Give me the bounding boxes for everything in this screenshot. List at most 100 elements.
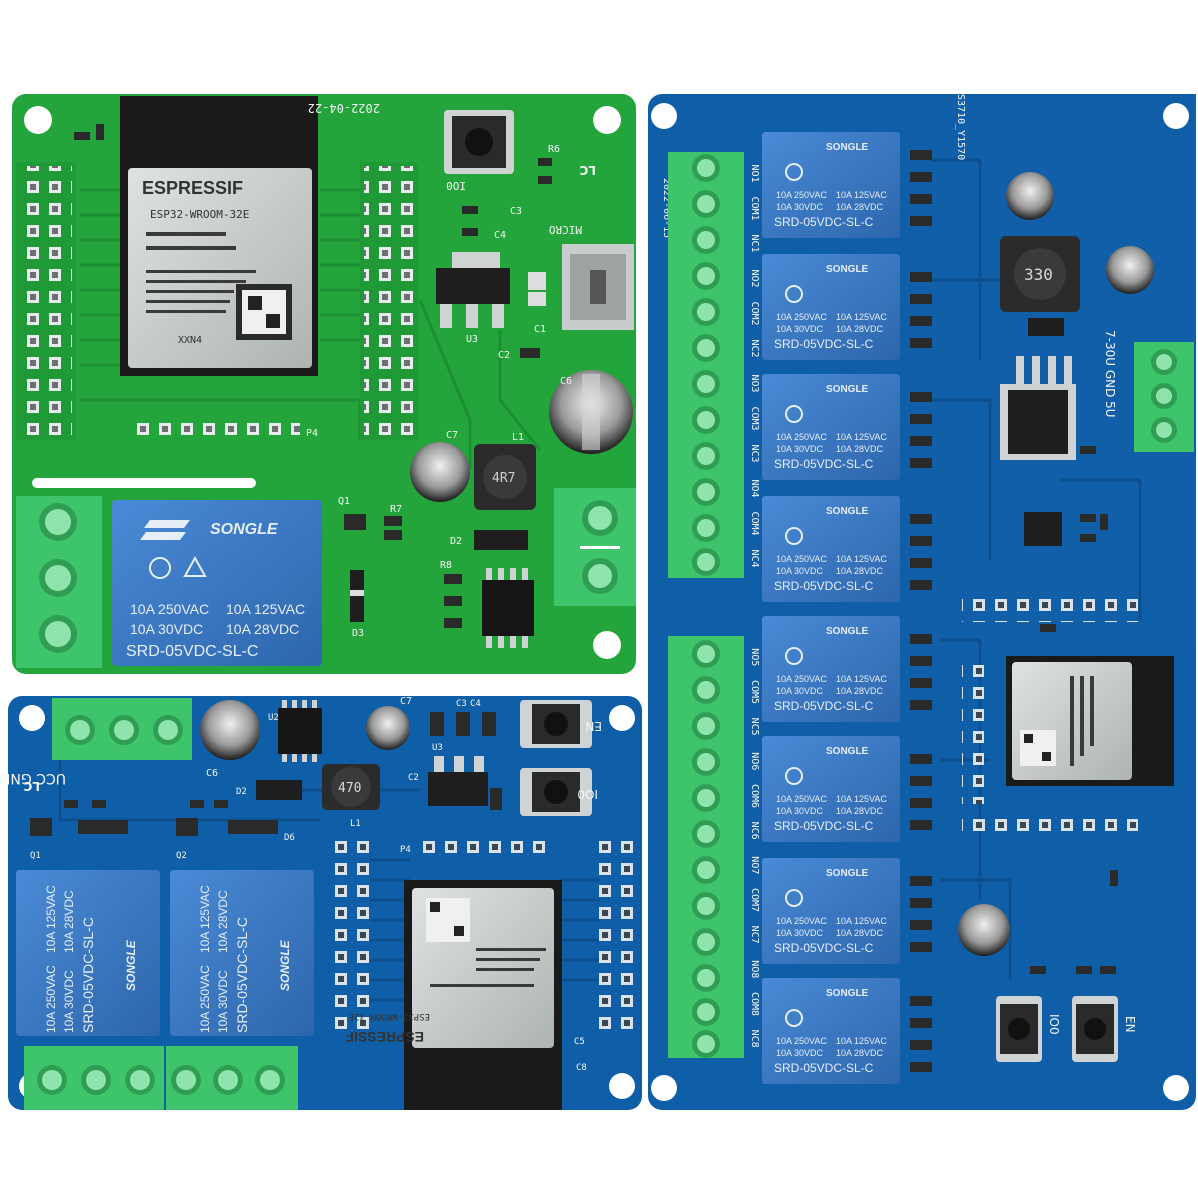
capacitor-c4-large — [958, 904, 1010, 956]
label-r6: R6 — [548, 144, 560, 155]
relay-8-r3: 10A 30VDC — [776, 1048, 824, 1058]
relay-8-r1: 10A 250VAC — [776, 1036, 827, 1046]
p4-header-small — [420, 834, 552, 856]
label-io0-small: IO0 — [577, 787, 598, 801]
power-label-large: 7-30U GND 5U — [1103, 330, 1117, 418]
regulator-u3: U3 — [436, 252, 510, 345]
relay-3-r1: 10A 250VAC — [776, 432, 827, 442]
label-d6: D6 — [284, 833, 295, 843]
relay-rating-3: 10A 30VDC — [130, 621, 203, 637]
relay-6-r4: 10A 28VDC — [836, 806, 884, 816]
relay-7-r4: 10A 28VDC — [836, 928, 884, 938]
terminal-label-bottom-10: COM8 — [749, 992, 760, 1016]
relay-8-body — [762, 978, 900, 1084]
relay-7-cqc-mark — [785, 889, 803, 907]
relay-5-body — [762, 616, 900, 722]
relay-2-smd-3 — [910, 316, 932, 326]
relay-8-smd-2 — [910, 1018, 932, 1028]
relay-4-model: SRD-05VDC-SL-C — [774, 579, 874, 593]
relay-4-smd-1 — [910, 514, 932, 524]
relay-8-cqc-mark — [785, 1009, 803, 1027]
label-p4-small: P4 — [400, 845, 411, 855]
relay-3-r2: 10A 125VAC — [836, 432, 887, 442]
relay-5-brand: SONGLE — [826, 626, 869, 637]
relay-1-smd-1 — [910, 150, 932, 160]
relay-2-body — [762, 254, 900, 360]
relay-6-smd-4 — [910, 820, 932, 830]
terminal-label-bottom-7: COM7 — [749, 888, 760, 912]
terminal-label-bottom-11: NC8 — [749, 1030, 760, 1048]
io0-button-small[interactable]: IO0 — [520, 768, 598, 816]
power-terminal-2pin[interactable] — [554, 488, 636, 606]
terminal-label-top-7: COM3 — [749, 406, 760, 430]
relay-1-smd-4 — [910, 216, 932, 226]
relay-terminal-3pin[interactable] — [16, 496, 102, 668]
relay-7-smd-3 — [910, 920, 932, 930]
en-button-large[interactable]: EN — [1072, 996, 1137, 1062]
relay-2-smd-1 — [910, 272, 932, 282]
terminal-label-bottom-9: NO8 — [749, 960, 760, 978]
relay-2-smd-4 — [910, 338, 932, 348]
label-lc: LC — [579, 163, 596, 177]
relay-5-r3: 10A 30VDC — [776, 686, 824, 696]
relay-7-r1: 10A 250VAC — [776, 916, 827, 926]
relay-5-cqc-mark — [785, 647, 803, 665]
relay-8-r2: 10A 125VAC — [836, 1036, 887, 1046]
relay-3-smd-3 — [910, 436, 932, 446]
relay-3-r3: 10A 30VDC — [776, 444, 824, 454]
label-c1: C1 — [534, 324, 546, 335]
relay-small-2-model: SRD-05VDC-SL-C — [234, 917, 250, 1033]
label-c3-small: C3 — [456, 699, 467, 709]
terminal-label-bottom-2: NC5 — [749, 718, 760, 736]
inductor-330-value: 330 — [1024, 265, 1053, 284]
relay-4-cqc-mark — [785, 527, 803, 545]
boot-button[interactable]: IO0 — [444, 110, 514, 192]
label-r7: R7 — [390, 504, 402, 515]
io0-button-large[interactable]: IO0 — [996, 996, 1061, 1062]
relay-3-smd-1 — [910, 392, 932, 402]
terminal-label-top-8: NC3 — [749, 444, 760, 462]
relay-2-r4: 10A 28VDC — [836, 324, 884, 334]
relay-small-2-r3: 10A 30VDC — [216, 970, 230, 1033]
capacitor-c2-large — [1106, 246, 1154, 294]
relay-terminals-bottom[interactable] — [668, 636, 744, 1058]
relay-6-r3: 10A 30VDC — [776, 806, 824, 816]
relay-5-r1: 10A 250VAC — [776, 674, 827, 684]
board-date: 2022-04-22 — [308, 101, 380, 115]
module-model-small: ESP32-WROOM-32E — [349, 1011, 430, 1021]
relay-1-model: SRD-05VDC-SL-C — [774, 215, 874, 229]
terminal-label-bottom-0: NO5 — [749, 648, 760, 666]
relay-terminals-top[interactable] — [668, 152, 744, 578]
label-c4-small: C4 — [470, 699, 481, 709]
terminal-label-top-2: NC1 — [749, 234, 760, 252]
power-terminal-3pin[interactable] — [52, 698, 192, 760]
micro-usb-port[interactable]: MICRO — [549, 223, 634, 330]
relay-terminal-small-1[interactable] — [24, 1046, 164, 1110]
label-c7: C7 — [446, 430, 458, 441]
terminal-label-bottom-3: NO6 — [749, 752, 760, 770]
relay-terminal-small-2[interactable] — [166, 1046, 298, 1110]
relay-8-smd-1 — [910, 996, 932, 1006]
module-brand: ESPRESSIF — [142, 178, 243, 198]
relay-3-body — [762, 374, 900, 480]
relay-small-1-r3: 10A 30VDC — [62, 970, 76, 1033]
relay-small-1: 10A 250VAC 10A 125VAC 10A 30VDC 10A 28VD… — [16, 870, 160, 1036]
relay-2-smd-2 — [910, 294, 932, 304]
label-u2: U2 — [268, 713, 279, 723]
regulator-u3-small: U3 — [428, 743, 488, 806]
label-u3-small: U3 — [432, 743, 443, 753]
label-io0: IO0 — [446, 179, 466, 192]
relay-7-r3: 10A 30VDC — [776, 928, 824, 938]
label-micro: MICRO — [549, 223, 582, 236]
relay-3-r4: 10A 28VDC — [836, 444, 884, 454]
relay-3-smd-4 — [910, 458, 932, 468]
relay-8-brand: SONGLE — [826, 988, 869, 999]
label-u3: U3 — [466, 334, 478, 345]
power-terminal-large[interactable] — [1134, 342, 1194, 452]
relay-2-r2: 10A 125VAC — [836, 312, 887, 322]
en-button-small[interactable]: EN — [520, 700, 602, 748]
